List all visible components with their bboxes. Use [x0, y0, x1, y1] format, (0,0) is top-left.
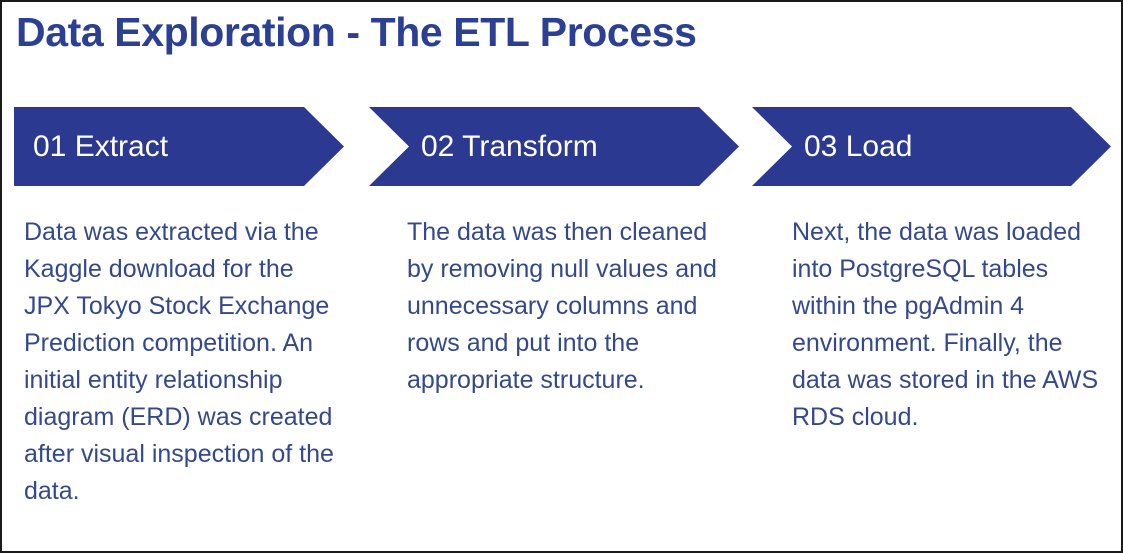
process-step-label-extract: 01 Extract [33, 129, 169, 163]
process-step-banner-extract[interactable]: 01 Extract [14, 107, 344, 186]
process-step-description-transform: The data was then cleaned by removing nu… [407, 218, 717, 394]
process-step-label-load: 03 Load [804, 129, 913, 163]
etl-process-chevron-row: 01 Extract 02 Transform 03 Load [14, 107, 1111, 186]
process-step-banner-transform[interactable]: 02 Transform [369, 107, 739, 186]
process-step-banner-load[interactable]: 03 Load [752, 107, 1111, 186]
process-step-description-extract: Data was extracted via the Kaggle downlo… [24, 218, 334, 505]
process-step-label-transform: 02 Transform [421, 129, 598, 163]
process-step-description-load: Next, the data was loaded into PostgreSQ… [792, 218, 1099, 431]
page-title: Data Exploration - The ETL Process [16, 9, 697, 55]
